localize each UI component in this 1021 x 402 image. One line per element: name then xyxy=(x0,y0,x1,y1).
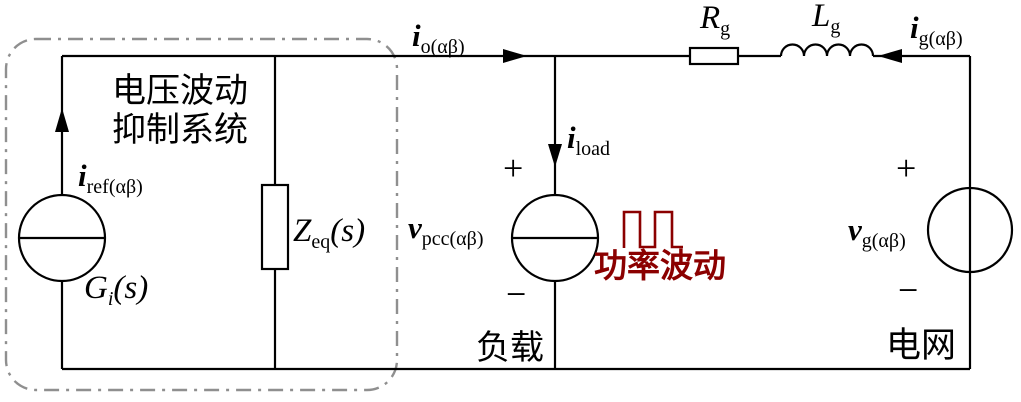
label-v-g-sub: g(αβ) xyxy=(861,230,906,252)
plus-sign-pcc: + xyxy=(503,148,524,188)
label-z-eq: Zeq(s) xyxy=(293,213,366,253)
label-i-o: io(αβ) xyxy=(412,20,465,57)
label-i-o-main: i xyxy=(412,18,421,53)
label-i-load-sub: load xyxy=(575,138,611,160)
label-v-pcc-sub: pcc(αβ) xyxy=(421,228,484,250)
label-l-g-main: L xyxy=(812,0,831,34)
label-v-pcc-main: v xyxy=(408,210,422,245)
text-power-fluctuation: 功率波动 xyxy=(594,249,726,285)
label-g-i-sub: i xyxy=(107,288,114,310)
label-z-eq-suffix: (s) xyxy=(330,213,366,249)
arrow-i-ref xyxy=(55,108,69,132)
text-load: 负载 xyxy=(476,330,544,367)
label-v-pcc: vpcc(αβ) xyxy=(408,212,484,249)
text-grid: 电网 xyxy=(886,326,957,365)
suppression-title-line2: 抑制系统 xyxy=(112,112,248,149)
label-i-g: ig(αβ) xyxy=(910,12,963,49)
suppression-title-line1: 电压波动 xyxy=(112,73,248,110)
label-g-i: Gi(s) xyxy=(84,270,149,310)
square-wave-icon xyxy=(622,210,683,249)
label-r-g: Rg xyxy=(700,0,731,40)
minus-sign-grid: − xyxy=(898,270,919,310)
label-l-g-sub: g xyxy=(830,16,841,38)
inductor-lg xyxy=(779,43,875,57)
impedance-zeq-box xyxy=(260,183,290,271)
label-g-i-suffix: (s) xyxy=(113,270,149,306)
label-g-i-main: G xyxy=(84,270,108,306)
current-source-gi xyxy=(17,193,107,283)
arrow-i-o xyxy=(503,49,527,63)
resistor-rg xyxy=(688,46,740,66)
current-source-load xyxy=(510,193,600,283)
label-r-g-sub: g xyxy=(720,18,731,40)
arrow-i-g xyxy=(878,49,902,63)
label-r-g-main: R xyxy=(700,0,721,36)
label-i-ref-sub: ref(αβ) xyxy=(86,176,143,198)
label-i-g-sub: g(αβ) xyxy=(918,28,963,50)
arrow-i-load xyxy=(548,144,562,167)
label-z-eq-main: Z xyxy=(293,213,312,249)
label-i-load: iload xyxy=(567,122,610,159)
label-v-g: vg(αβ) xyxy=(848,214,906,251)
label-l-g: Lg xyxy=(812,0,840,37)
label-i-load-main: i xyxy=(567,120,576,155)
label-i-o-sub: o(αβ) xyxy=(420,36,465,58)
label-i-g-main: i xyxy=(910,10,919,45)
label-z-eq-sub: eq xyxy=(311,231,331,253)
label-v-g-main: v xyxy=(848,212,862,247)
label-i-ref-main: i xyxy=(78,158,87,193)
plus-sign-grid: + xyxy=(896,148,917,188)
minus-sign-pcc: − xyxy=(506,274,527,314)
voltage-source-grid xyxy=(926,186,1014,274)
suppression-boundary xyxy=(4,37,399,392)
label-i-ref: iref(αβ) xyxy=(78,160,143,197)
suppression-system-title: 电压波动 抑制系统 xyxy=(110,72,250,150)
